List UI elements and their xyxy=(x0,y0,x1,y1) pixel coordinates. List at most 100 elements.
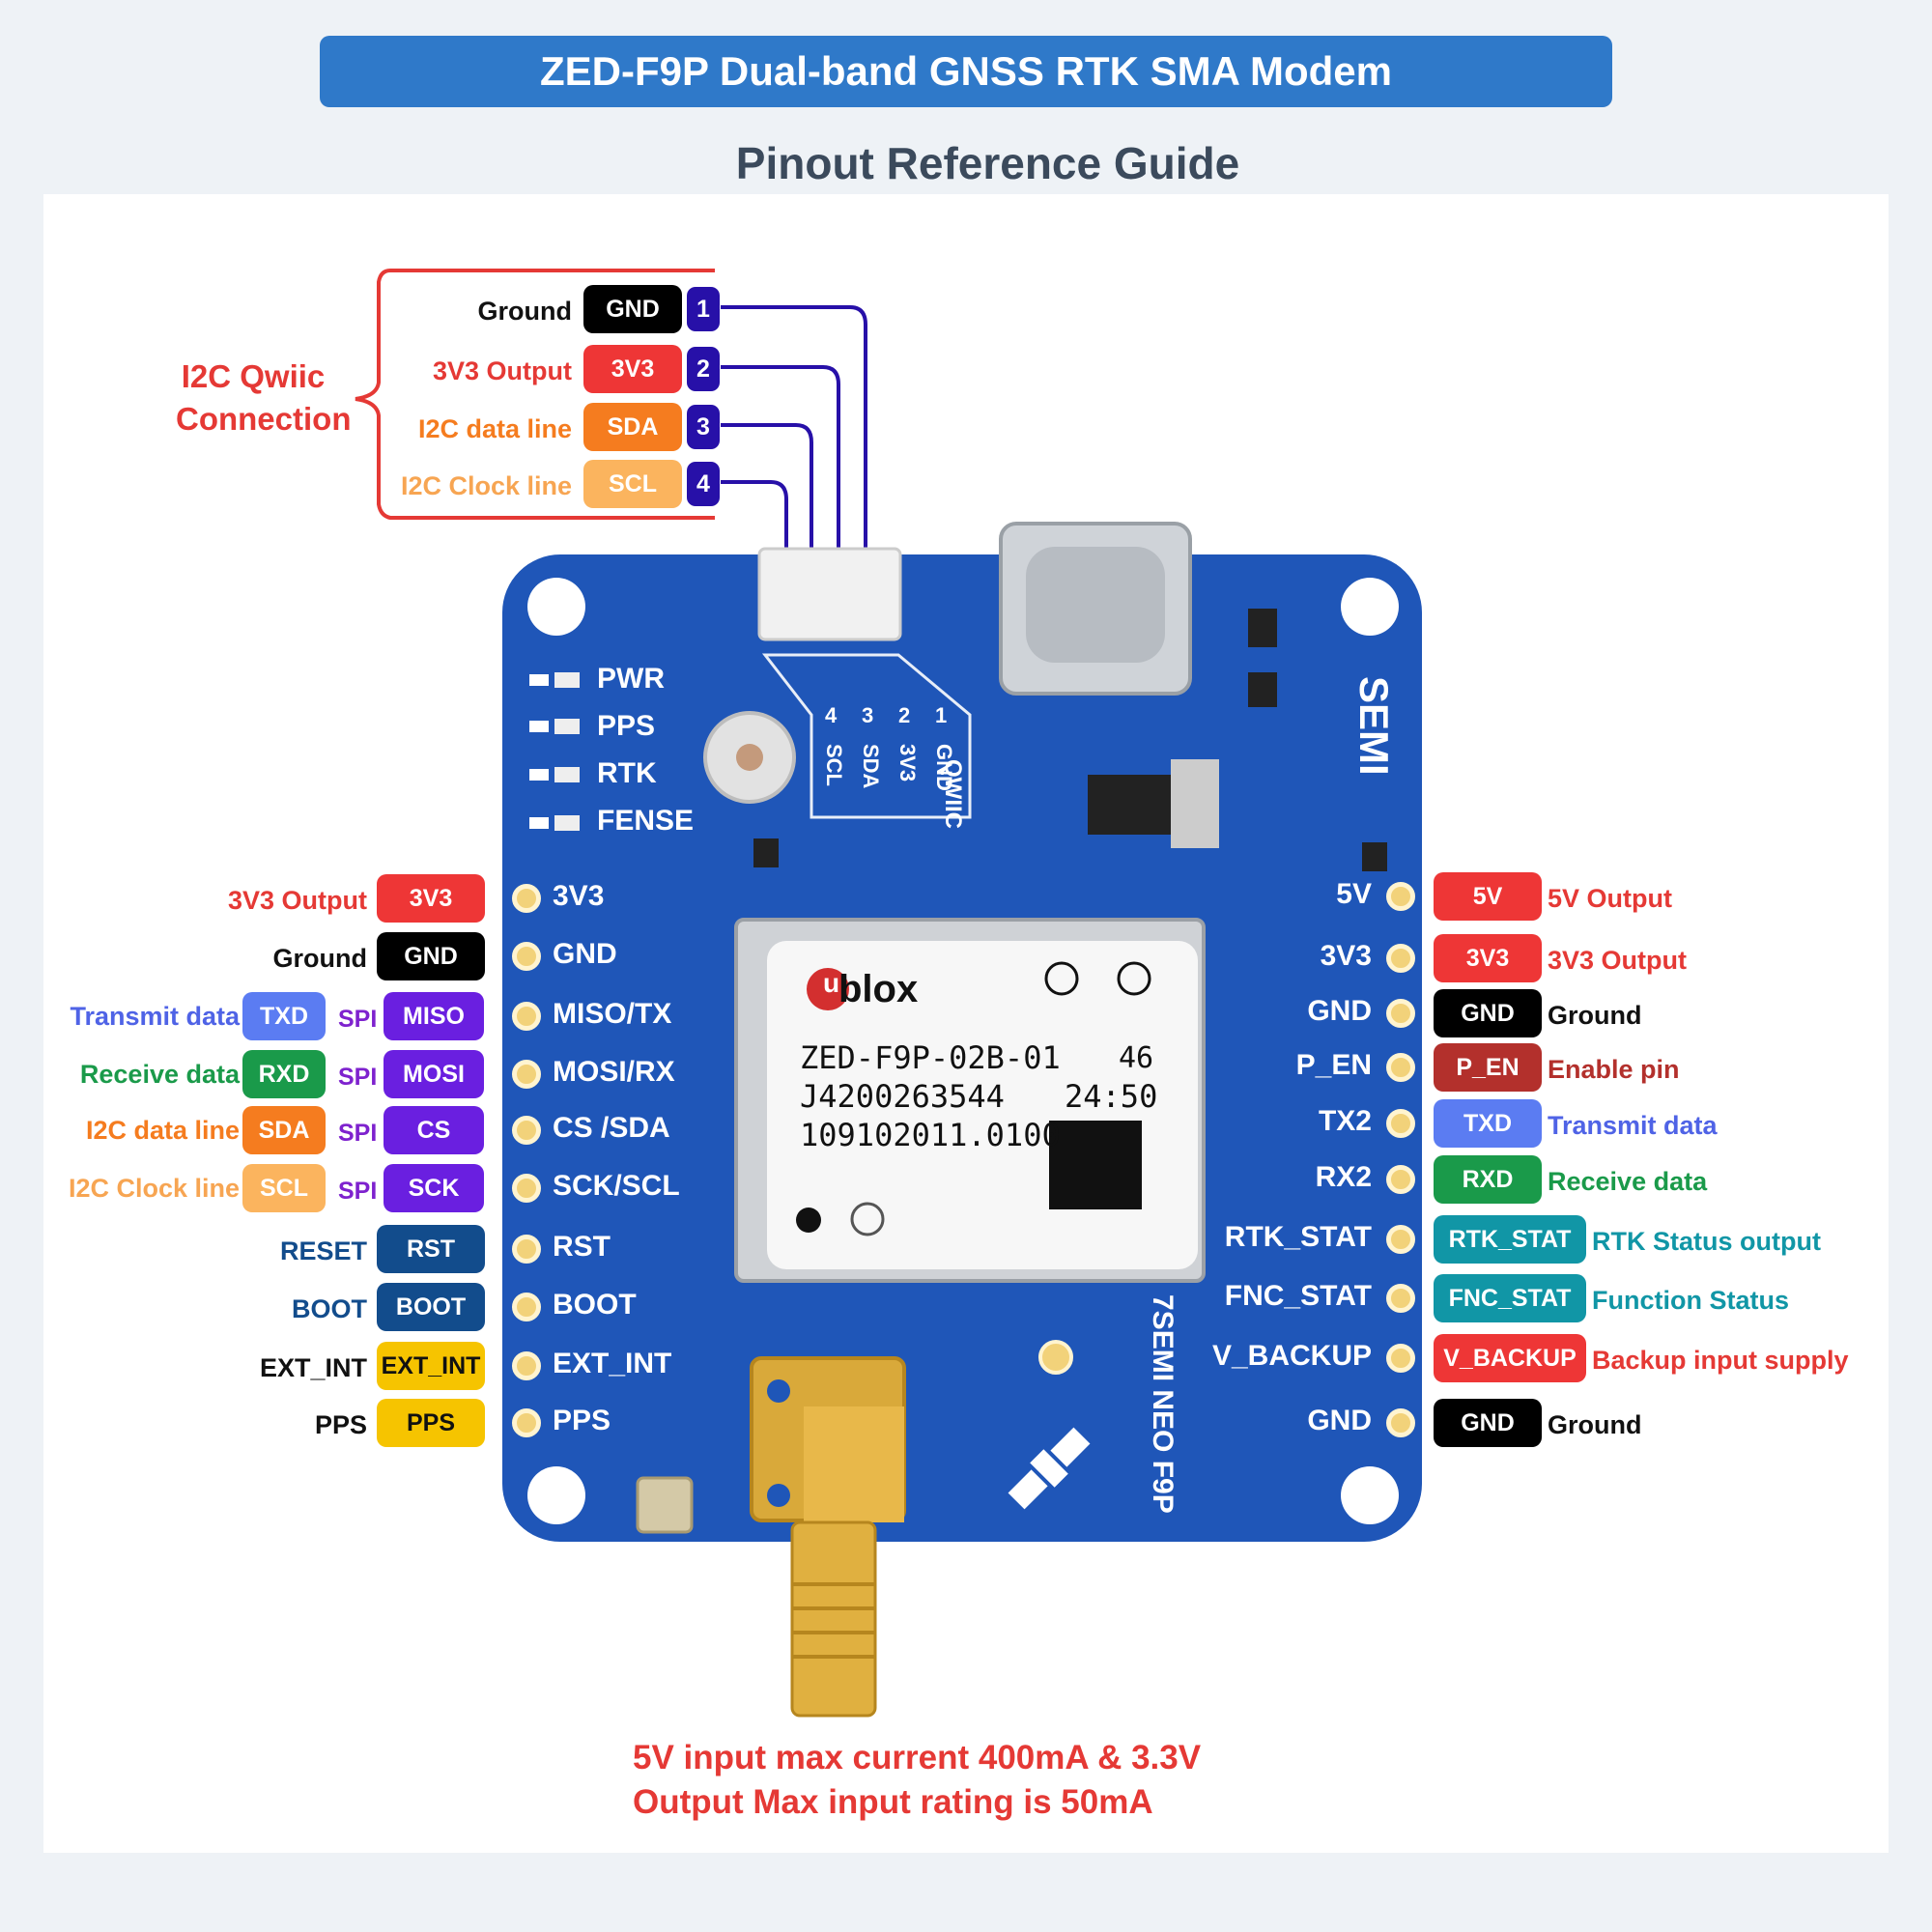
module-code2: 24:50 xyxy=(1065,1078,1158,1115)
right-silk-7: FNC_STAT xyxy=(1224,1280,1372,1312)
left-pin-3v3: 3V3 xyxy=(377,874,485,923)
right-desc-4: Transmit data xyxy=(1548,1111,1718,1140)
sot-chip-1 xyxy=(1248,609,1277,647)
right-desc-2: Ground xyxy=(1548,1001,1642,1030)
right-pin-rxd: RXD xyxy=(1434,1155,1542,1204)
left-pad-1 xyxy=(512,942,541,971)
right-pin-rtk-stat: RTK_STAT xyxy=(1434,1215,1586,1264)
qwiic-num-1: 1 xyxy=(687,287,720,331)
sma-barrel xyxy=(790,1520,877,1718)
right-silk-1: 3V3 xyxy=(1320,940,1372,972)
right-silk-3: P_EN xyxy=(1295,1049,1372,1081)
mount-hole-bl xyxy=(527,1466,585,1524)
led-label-pps: PPS xyxy=(597,710,656,742)
left-pad-4 xyxy=(512,1116,541,1145)
qwiic-num-4: 4 xyxy=(687,462,720,506)
right-desc-7: Function Status xyxy=(1592,1286,1789,1315)
wire-3 xyxy=(721,423,813,551)
left-pin-cs: CS xyxy=(384,1106,484,1154)
mount-hole-br xyxy=(1341,1466,1399,1524)
led-label-fense: FENSE xyxy=(597,805,695,837)
right-pin-v-backup: V_BACKUP xyxy=(1434,1334,1586,1382)
left-alt-2: TXD xyxy=(242,992,326,1040)
qwiic-silk-num-1: 1 xyxy=(935,703,948,727)
sma-hole-2 xyxy=(767,1484,790,1507)
left-spi-2: SPI xyxy=(338,1006,378,1033)
sot-chip-4 xyxy=(753,838,779,867)
left-desc-8: EXT_INT xyxy=(259,1353,367,1382)
left-pin-mosi: MOSI xyxy=(384,1050,484,1098)
qwiic-silk-num-3: 3 xyxy=(862,703,874,727)
mount-hole-tl xyxy=(527,578,585,636)
left-pin-gnd: GND xyxy=(377,932,485,980)
qwiic-silk-sda: SDA xyxy=(859,744,883,789)
right-pad-8 xyxy=(1386,1344,1415,1373)
qwiic-desc-1: Ground xyxy=(477,297,572,326)
right-silk-0: 5V xyxy=(1336,878,1372,910)
right-silk-8: V_BACKUP xyxy=(1211,1340,1372,1372)
left-silk-0: 3V3 xyxy=(553,880,605,912)
right-pin-txd: TXD xyxy=(1434,1099,1542,1148)
left-desc-0: 3V3 Output xyxy=(227,886,367,915)
right-desc-3: Enable pin xyxy=(1548,1055,1680,1084)
qwiic-group-label: I2C Qwiic Connection xyxy=(176,355,351,440)
right-pad-6 xyxy=(1386,1225,1415,1254)
module-serial: J4200263544 xyxy=(800,1078,1005,1115)
brand-logo: SEMI xyxy=(1351,676,1397,776)
qwiic-desc-2: 3V3 Output xyxy=(432,356,572,385)
right-silk-6: RTK_STAT xyxy=(1224,1221,1372,1253)
led-label-pwr: PWR xyxy=(597,663,665,695)
module-brand-u: u xyxy=(823,968,840,998)
pin1-marker xyxy=(796,1208,821,1233)
subtitle: Pinout Reference Guide xyxy=(735,138,1240,188)
test-pad xyxy=(1038,1340,1073,1375)
right-silk-2: GND xyxy=(1307,995,1372,1027)
right-silk-9: GND xyxy=(1307,1405,1372,1436)
left-pin-ext_int: EXT_INT xyxy=(377,1342,485,1390)
esd-icon xyxy=(1117,961,1151,996)
qwiic-silk-box xyxy=(761,653,972,819)
title: ZED-F9P Dual-band GNSS RTK SMA Modem xyxy=(539,48,1393,94)
left-silk-6: RST xyxy=(553,1231,611,1263)
sot-chip-3 xyxy=(1362,842,1387,871)
right-pad-4 xyxy=(1386,1109,1415,1138)
left-pad-5 xyxy=(512,1174,541,1203)
wire-4 xyxy=(721,480,788,551)
led-label-rtk: RTK xyxy=(597,757,657,789)
left-pad-0 xyxy=(512,884,541,913)
qwiic-desc-3: I2C data line xyxy=(417,414,572,443)
left-desc-9: PPS xyxy=(314,1410,367,1439)
right-pin-p-en: P_EN xyxy=(1434,1043,1542,1092)
right-desc-1: 3V3 Output xyxy=(1548,946,1688,975)
right-pin-fnc-stat: FNC_STAT xyxy=(1434,1274,1586,1322)
left-desc-1: Ground xyxy=(272,944,367,973)
left-spi-4: SPI xyxy=(338,1120,378,1147)
buzzer-center xyxy=(736,744,763,771)
qwiic-num-2: 2 xyxy=(687,347,720,391)
left-pin-rst: RST xyxy=(377,1225,485,1273)
qwiic-connector xyxy=(757,547,902,641)
right-pad-9 xyxy=(1386,1408,1415,1437)
ufl-connector xyxy=(636,1476,694,1534)
sma-elbow xyxy=(804,1406,904,1522)
left-alt-3: RXD xyxy=(242,1050,326,1098)
left-pad-8 xyxy=(512,1351,541,1380)
qwiic-pin-2: 3V3 xyxy=(583,345,682,393)
datamatrix-code xyxy=(1049,1121,1142,1209)
left-silk-3: MOSI/RX xyxy=(553,1056,675,1088)
left-pin-pps: PPS xyxy=(377,1399,485,1447)
right-desc-6: RTK Status output xyxy=(1592,1227,1821,1256)
right-silk-5: RX2 xyxy=(1315,1161,1372,1193)
right-pin-3v3: 3V3 xyxy=(1434,934,1542,982)
left-desc-6: RESET xyxy=(279,1236,367,1265)
module-ref: 109102011.0100 xyxy=(800,1117,1061,1153)
right-pad-2 xyxy=(1386,999,1415,1028)
copyright-icon xyxy=(850,1202,885,1236)
left-pin-miso: MISO xyxy=(384,992,484,1040)
right-pad-0 xyxy=(1386,882,1415,911)
usb-c-port xyxy=(1026,547,1165,663)
regulator-chip xyxy=(1088,775,1173,835)
left-spi-3: SPI xyxy=(338,1064,378,1091)
left-desc-2: Transmit data xyxy=(70,1002,240,1031)
